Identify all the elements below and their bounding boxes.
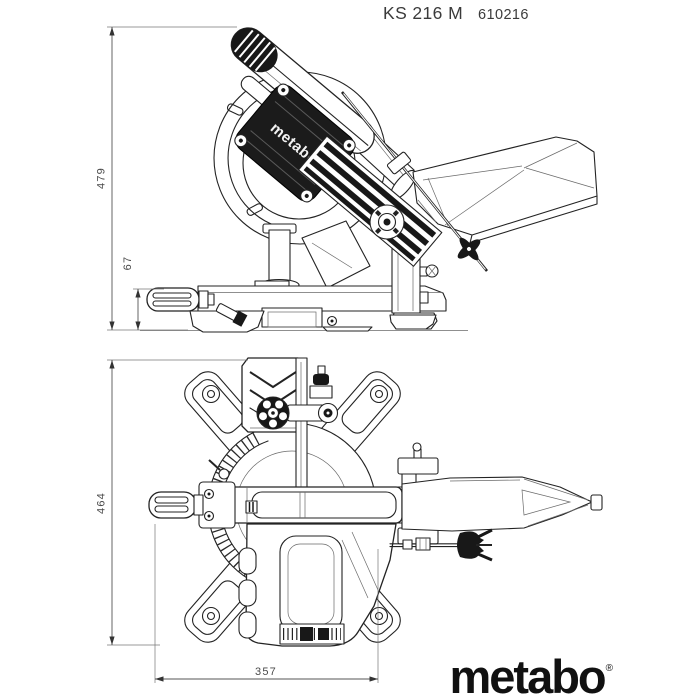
- side-view: metabo: [96, 26, 598, 333]
- blade-guard-top: [401, 476, 603, 532]
- registered-trademark-icon: ®: [605, 663, 613, 674]
- metabo-logo: metabo®: [412, 653, 613, 700]
- machine-base: [146, 280, 447, 333]
- star-knob-wheel: [256, 396, 339, 430]
- dimension-overall-depth: 464: [96, 492, 108, 514]
- dimension-base-width: 357: [255, 666, 277, 678]
- table-arm-knob: [148, 491, 204, 519]
- product-article-number: 610216: [478, 7, 529, 23]
- plate-bolts: [234, 83, 356, 203]
- side-view-dimensions: 479 67: [96, 26, 237, 331]
- table-lock-knob: [146, 287, 215, 312]
- clamp-star-knob: [457, 237, 481, 261]
- clamp-claw-knob: [457, 531, 484, 559]
- top-view-dimensions: 464 357: [96, 359, 379, 683]
- motor-body: [238, 523, 397, 647]
- metabo-wordmark: metabo: [449, 650, 606, 700]
- dimension-overall-height: 479: [96, 167, 108, 189]
- clamp-rod-top: [389, 528, 493, 562]
- top-view: 464 357: [96, 357, 603, 683]
- product-title-block: KS 216 M 610216: [383, 3, 529, 24]
- product-model: KS 216 M: [383, 3, 464, 23]
- chip-deflector: [301, 220, 371, 289]
- fence-rail: [295, 357, 308, 491]
- dimension-base-height: 67: [122, 256, 134, 271]
- pivot-joint: [369, 204, 405, 240]
- fence-clamp: [309, 365, 333, 399]
- table-arm: [148, 481, 403, 529]
- angle-pointer-lever: [215, 303, 248, 327]
- detent-latch: [218, 468, 230, 480]
- clamp-rod: [340, 91, 489, 272]
